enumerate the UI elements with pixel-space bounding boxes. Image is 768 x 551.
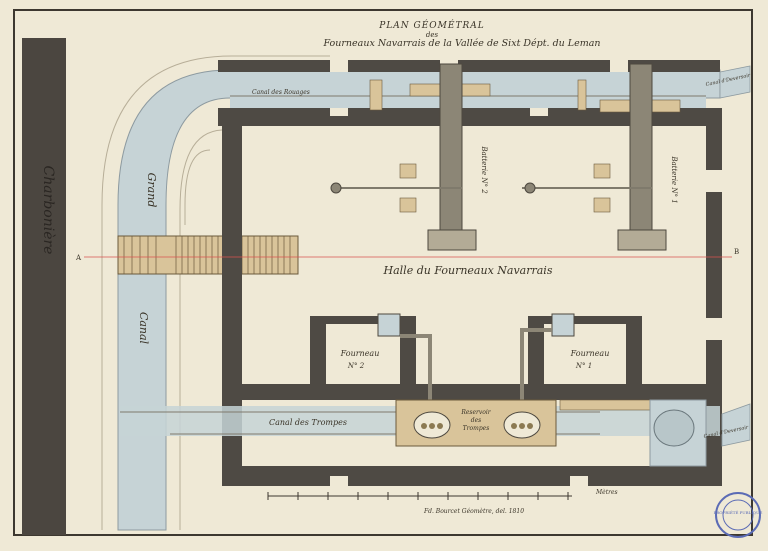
scale-ticks [267, 492, 569, 500]
building-walls [218, 60, 722, 486]
outlet-wheel [653, 409, 695, 447]
inner-road-edge [179, 129, 223, 530]
blast-pipe-1 [520, 328, 552, 400]
sluice-gate [369, 79, 383, 111]
arch-edge [184, 149, 211, 225]
canal-trompes-label: Canal des Trompes [269, 418, 347, 427]
plank-bridge [117, 235, 299, 275]
charbonniere-band [22, 38, 66, 535]
stamp-text: PROPRIÉTÉ PUBLIQUE [714, 510, 763, 515]
block-1b [593, 197, 611, 213]
block-2a [399, 163, 417, 179]
sheet-border [13, 9, 753, 536]
section-a-label: A [75, 254, 82, 262]
fourneau-1-label: Fourneau [570, 349, 610, 358]
batterie-1-base [617, 229, 667, 251]
batterie-1-shaft [629, 63, 653, 241]
plan-title: PLAN GÉOMÉTRAL [378, 19, 484, 31]
anvil-1 [524, 182, 536, 194]
section-b-label: B [734, 248, 739, 256]
block-2b [399, 197, 417, 213]
batterie-1-label: Batterie N° 1 [670, 155, 678, 203]
reservoir-line2: des [471, 417, 481, 424]
tuyere-2 [377, 313, 401, 337]
batterie-2-base [427, 229, 477, 251]
fourneau-1-num: N° 1 [575, 362, 592, 370]
canal-rouages-label: Canal des Rouages [252, 89, 310, 96]
block-1a [593, 163, 611, 179]
signature: Fd. Bourcet Géomètre, del. 1810 [423, 508, 524, 515]
scale-label: Mètres [595, 489, 618, 496]
halle-label: Halle du Fourneaux Navarrais [383, 264, 553, 277]
reservoir-line1: Reservoir [460, 409, 491, 416]
archive-stamp: PROPRIÉTÉ PUBLIQUE [714, 492, 763, 538]
waterwheel-bottom [559, 399, 651, 411]
tuyere-1 [551, 313, 575, 337]
trompe-holes [421, 423, 533, 429]
grand-label: Grand [145, 173, 158, 208]
reservoir-line3: Trompes [463, 425, 490, 432]
batterie-2-shaft [439, 63, 463, 241]
outlet-bottom [721, 403, 751, 447]
plan-subtitle: Fourneaux Navarrais de la Vallée de Sixt… [322, 38, 600, 49]
charbonniere-label: Charbonière [40, 166, 56, 255]
road-edge [101, 55, 330, 530]
outlet-top [719, 65, 751, 99]
canal-label: Canal [137, 312, 150, 345]
sluice-gate-2 [577, 79, 587, 111]
fourneau-2-num: N° 2 [347, 362, 365, 370]
anvil-2 [330, 182, 342, 194]
fourneau-2-label: Fourneau [340, 349, 380, 358]
batterie-2-label: Batterie N° 2 [480, 145, 488, 194]
blast-pipe-2 [400, 334, 432, 400]
window-openings [330, 60, 722, 486]
plan-title-des: des [426, 31, 439, 39]
